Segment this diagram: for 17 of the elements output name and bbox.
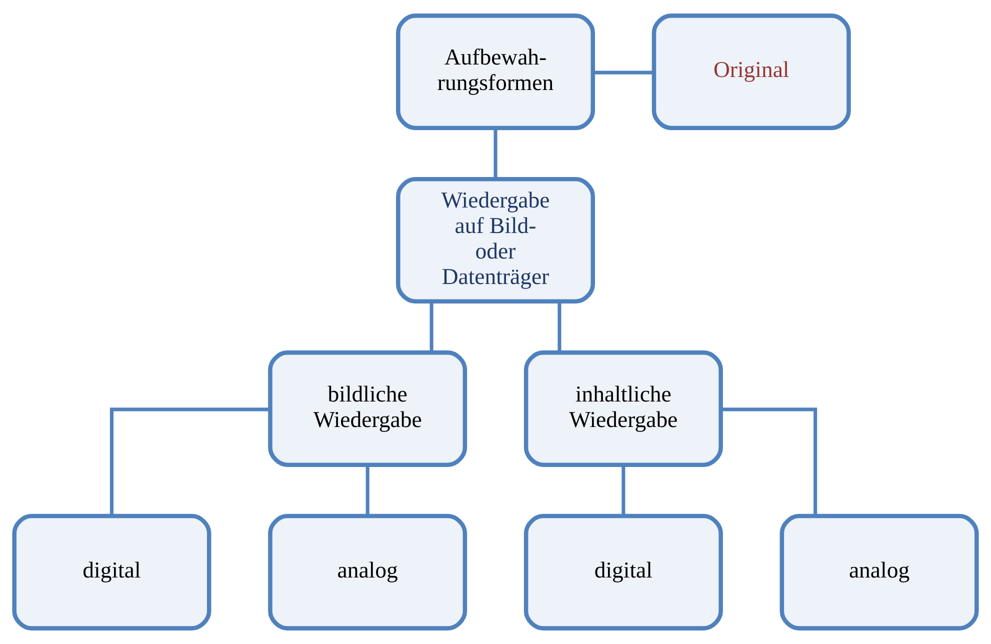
- node-box: bildliche Wiedergabe: [268, 350, 468, 467]
- connector: [366, 464, 370, 516]
- node-box: Wiedergabe auf Bild- oder Datenträger: [396, 177, 595, 304]
- connector: [592, 70, 654, 74]
- node-box: analog: [268, 514, 468, 630]
- connector: [721, 408, 818, 516]
- node-box: analog: [780, 514, 979, 630]
- connector: [622, 464, 626, 516]
- node-box: digital: [524, 514, 723, 630]
- connector: [494, 128, 498, 179]
- node-box: Original: [652, 14, 851, 130]
- node-box: Aufbewah- rungsformen: [396, 14, 595, 130]
- connector: [558, 302, 562, 352]
- connector: [110, 408, 270, 516]
- node-box: inhaltliche Wiedergabe: [524, 350, 723, 467]
- node-box: digital: [12, 514, 212, 630]
- connector: [430, 302, 434, 352]
